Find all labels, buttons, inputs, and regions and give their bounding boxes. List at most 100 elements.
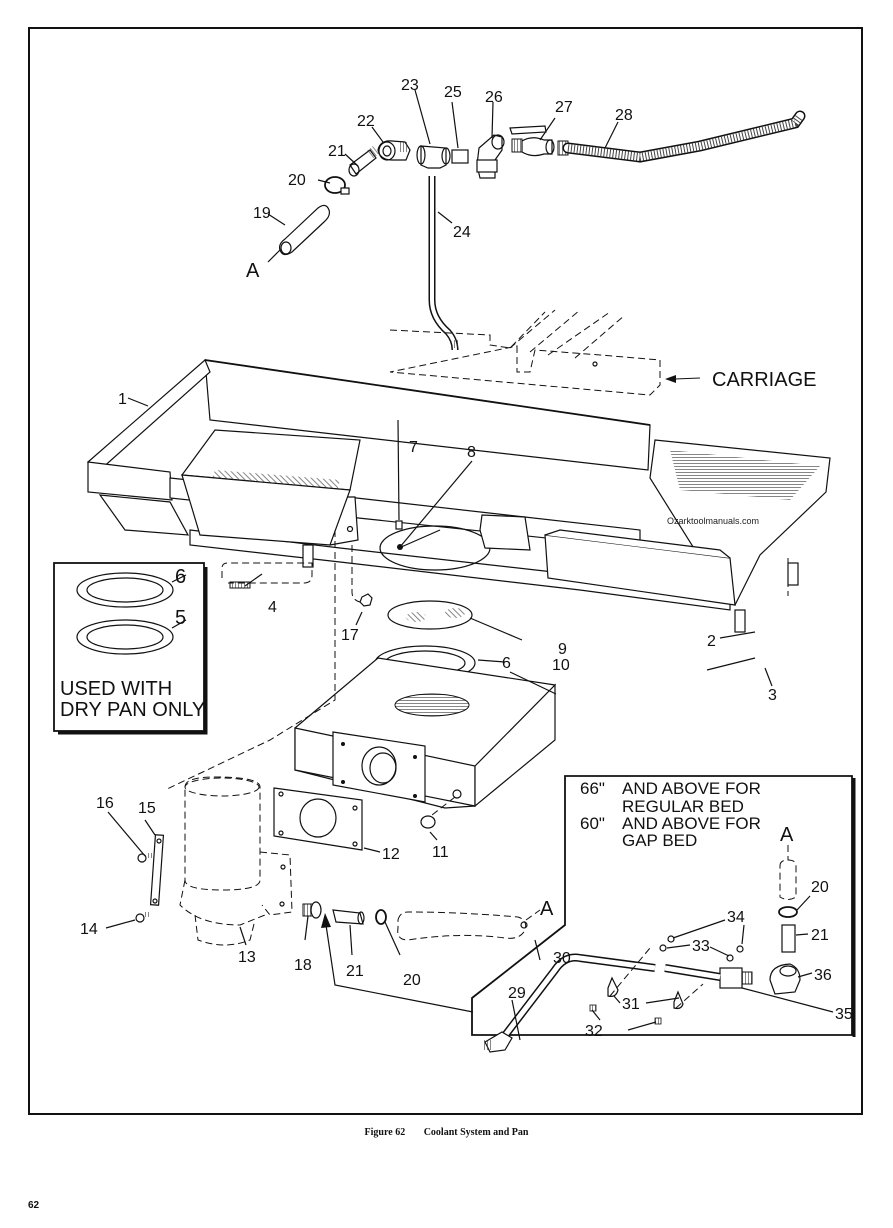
page-number: 62 — [28, 1200, 40, 1211]
watermark-text: Ozarktoolmanuals.com — [667, 516, 759, 526]
part-26-elbow-union — [476, 134, 505, 179]
callout-24: 24 — [453, 224, 471, 241]
part-28-flex-hose — [557, 110, 806, 163]
callout-2: 2 — [707, 633, 716, 650]
callout-21-inset: 21 — [811, 927, 829, 944]
callout-1: 1 — [118, 391, 127, 408]
dry-pan-note-line2: DRY PAN ONLY — [60, 699, 205, 721]
callout-20-inset: 20 — [811, 879, 829, 896]
part-29-elbow — [482, 1031, 513, 1053]
figure-caption: Figure 62 Coolant System and Pan — [0, 1127, 893, 1138]
part-11-plug — [420, 796, 456, 829]
dry-pan-inset: 6 5 USED WITH DRY PAN ONLY — [53, 562, 208, 735]
part-34-nuts — [667, 935, 744, 953]
part-9-screen — [387, 600, 473, 630]
callout-13: 13 — [238, 949, 256, 966]
part-27-valve — [509, 125, 555, 157]
part-20-clamp-inset — [778, 906, 798, 918]
part-21-nipple-pump — [332, 909, 365, 925]
tank-outlet-flange — [332, 731, 426, 803]
callout-33: 33 — [692, 938, 710, 955]
bed-note-line2: REGULAR BED — [622, 797, 744, 816]
callout-6: 6 — [502, 655, 511, 672]
part-13-pump — [179, 776, 293, 946]
callout-7: 7 — [409, 439, 418, 456]
callout-27: 27 — [555, 99, 573, 116]
callout-21-pump: 21 — [346, 963, 364, 980]
callout-30: 30 — [553, 950, 571, 967]
leader-lines — [105, 89, 834, 1041]
part-23-tee — [416, 145, 451, 169]
callout-18: 18 — [294, 957, 312, 974]
part-20-clamp-top — [324, 176, 350, 195]
part-4-stud — [221, 562, 313, 589]
part-12-gasket — [273, 787, 363, 851]
part-25-nipple — [451, 149, 469, 164]
callout-9: 9 — [558, 641, 567, 658]
part-36-elbow-inset — [769, 963, 801, 995]
callout-10: 10 — [552, 657, 570, 674]
part-5-gasket-inset — [76, 619, 174, 655]
bed-note-line3: AND ABOVE FOR — [622, 814, 761, 833]
callout-5: 5 — [175, 607, 186, 629]
part-21-nipple-inset — [781, 924, 796, 953]
callout-21-top: 21 — [328, 143, 346, 160]
callout-17: 17 — [341, 627, 359, 644]
carriage-label: CARRIAGE — [712, 369, 816, 391]
callout-11: 11 — [432, 844, 449, 861]
callout-36: 36 — [814, 967, 832, 984]
bed-note-60: 60" — [580, 814, 605, 833]
callout-19: 19 — [253, 205, 271, 222]
callout-25: 25 — [444, 84, 462, 101]
callout-6-inset: 6 — [175, 566, 186, 588]
pan-basket — [180, 429, 361, 546]
callout-15: 15 — [138, 800, 156, 817]
callout-14: 14 — [80, 921, 98, 938]
part-31-clips — [607, 947, 704, 1010]
part-14-screw — [135, 912, 150, 923]
a-connection-mid: A — [540, 898, 554, 920]
a-connection-top: A — [246, 260, 260, 282]
arrow-29-to-18 — [321, 913, 474, 1013]
part-30-tube — [496, 953, 721, 1045]
figure-title: Coolant System and Pan — [423, 1127, 529, 1138]
callout-28: 28 — [615, 107, 633, 124]
part-7-screw — [395, 520, 403, 530]
bed-size-inset: 66" AND ABOVE FOR REGULAR BED 60" AND AB… — [471, 775, 856, 1053]
callout-8: 8 — [467, 444, 476, 461]
bed-note: 66" AND ABOVE FOR REGULAR BED 60" AND AB… — [580, 779, 761, 850]
callout-12: 12 — [382, 846, 400, 863]
callout-20-top: 20 — [288, 172, 306, 189]
carriage-phantom: CARRIAGE — [389, 309, 816, 396]
callout-22: 22 — [357, 113, 375, 130]
callout-16: 16 — [96, 795, 114, 812]
part-10-tank — [294, 657, 557, 809]
callout-26: 26 — [485, 89, 503, 106]
part-33-washers — [659, 944, 734, 962]
dry-pan-note-line1: USED WITH — [60, 678, 172, 700]
callout-4: 4 — [268, 599, 277, 616]
figure-number: Figure 62 — [364, 1127, 406, 1138]
callout-numbers: 1 2 3 4 6 7 8 9 10 11 12 13 14 15 16 17 … — [80, 77, 853, 1040]
part-15-bracket — [149, 834, 165, 906]
bed-note-line4: GAP BED — [622, 831, 697, 850]
part-35-union — [719, 967, 753, 989]
part-21-nipple-top — [348, 145, 380, 177]
callout-31: 31 — [622, 996, 640, 1013]
part-32-screws — [589, 1004, 662, 1025]
callout-34: 34 — [727, 909, 745, 926]
part-18-fitting — [302, 901, 322, 919]
part-16-screw — [137, 853, 152, 863]
hose-inset — [779, 859, 797, 900]
part-17-nut — [351, 545, 373, 607]
callout-35: 35 — [835, 1006, 853, 1023]
part-24-pipe — [428, 176, 459, 351]
callout-32: 32 — [585, 1023, 603, 1040]
hose-to-a: A — [397, 898, 554, 941]
callout-23: 23 — [401, 77, 419, 94]
part-20-clamp-pump — [375, 909, 387, 925]
a-connection-inset: A — [780, 824, 794, 846]
bed-note-line1: AND ABOVE FOR — [622, 779, 761, 798]
part-19-hose — [278, 204, 331, 256]
